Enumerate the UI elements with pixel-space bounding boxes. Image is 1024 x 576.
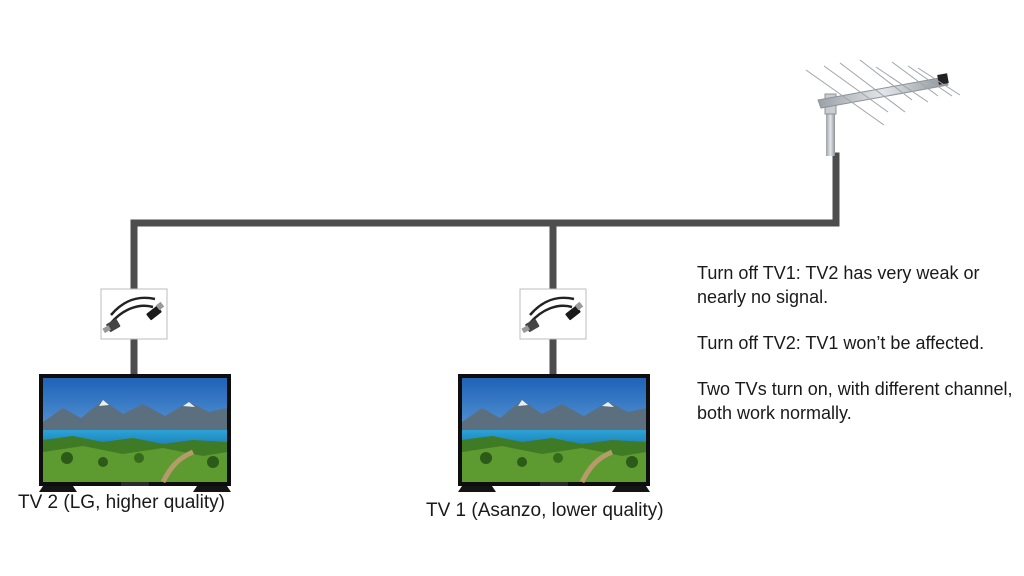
note-turn-off-tv2: Turn off TV2: TV1 won’t be affected. [697, 333, 985, 353]
coax-adapter-icon [99, 287, 169, 341]
tv1-icon [458, 374, 650, 492]
tv2-label: TV 2 (LG, higher quality) [18, 492, 225, 513]
observation-notes: Turn off TV1: TV2 has very weak or nearl… [697, 261, 1017, 447]
note-turn-off-tv1: Turn off TV1: TV2 has very weak or nearl… [697, 263, 980, 307]
tv1-label: TV 1 (Asanzo, lower quality) [426, 500, 664, 521]
coax-adapter-icon [518, 287, 588, 341]
antenna-icon [805, 59, 961, 156]
note-both-on: Two TVs turn on, with different channel,… [697, 379, 1013, 423]
tv2-icon [39, 374, 231, 492]
